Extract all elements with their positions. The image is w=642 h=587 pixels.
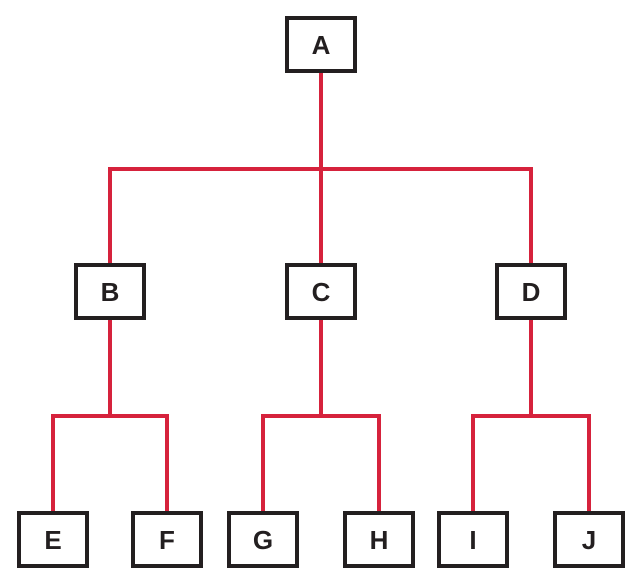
tree-node-h: H bbox=[343, 511, 415, 568]
connector-line bbox=[261, 414, 381, 511]
tree-node-e: E bbox=[17, 511, 89, 568]
tree-node-d: D bbox=[495, 263, 567, 320]
tree-node-g: G bbox=[227, 511, 299, 568]
node-label-b: B bbox=[100, 276, 120, 307]
node-label-i: I bbox=[469, 524, 477, 555]
tree-node-i: I bbox=[437, 511, 509, 568]
node-label-h: H bbox=[369, 524, 389, 555]
connector-line bbox=[108, 167, 533, 263]
node-label-d: D bbox=[521, 276, 541, 307]
tree-node-f: F bbox=[131, 511, 203, 568]
node-label-f: F bbox=[159, 524, 175, 555]
tree-node-b: B bbox=[74, 263, 146, 320]
tree-node-a: A bbox=[285, 16, 357, 73]
tree-node-j: J bbox=[553, 511, 625, 568]
node-label-a: A bbox=[311, 29, 331, 60]
connector-line bbox=[471, 414, 591, 511]
node-label-g: G bbox=[252, 524, 274, 555]
node-label-c: C bbox=[311, 276, 331, 307]
node-label-j: J bbox=[581, 524, 597, 555]
node-label-e: E bbox=[44, 524, 62, 555]
tree-node-c: C bbox=[285, 263, 357, 320]
connector-line bbox=[51, 414, 169, 511]
